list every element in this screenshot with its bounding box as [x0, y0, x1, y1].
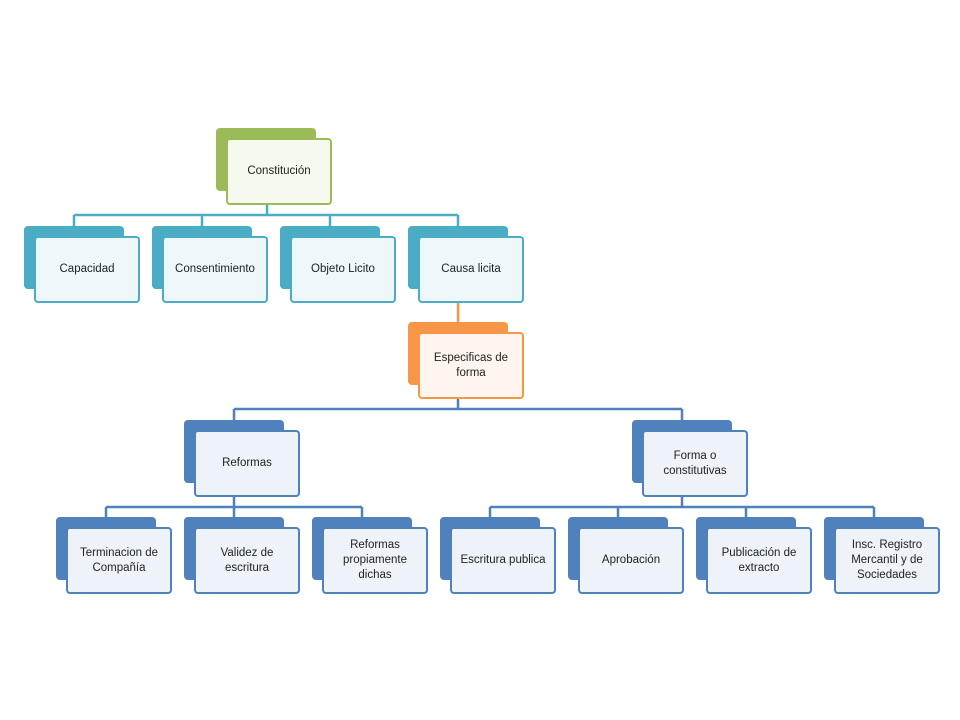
node-consentimiento-label: Consentimiento: [162, 236, 268, 303]
connector-forma: [488, 497, 876, 517]
node-capacidad-label: Capacidad: [34, 236, 140, 303]
node-especificas-forma-label: Especificas de forma: [418, 332, 524, 399]
connector-constitucion: [72, 205, 460, 226]
node-forma-constitutivas-label: Forma o constitutivas: [642, 430, 748, 497]
node-causa-licita-label: Causa licita: [418, 236, 524, 303]
node-terminacion-compania-label: Terminacion de Compañía: [66, 527, 172, 594]
connector-reformas: [104, 497, 364, 517]
node-validez-escritura-label: Validez de escritura: [194, 527, 300, 594]
node-reformas-propiamente-label: Reformas propiamente dichas: [322, 527, 428, 594]
node-escritura-publica-label: Escritura publica: [450, 527, 556, 594]
node-aprobacion-label: Aprobación: [578, 527, 684, 594]
node-constitucion-label: Constitución: [226, 138, 332, 205]
node-objeto-licito-label: Objeto Licito: [290, 236, 396, 303]
node-reformas-label: Reformas: [194, 430, 300, 497]
node-insc-registro-label: Insc. Registro Mercantil y de Sociedades: [834, 527, 940, 594]
node-publicacion-extracto-label: Publicación de extracto: [706, 527, 812, 594]
connector-especificas: [232, 399, 684, 420]
